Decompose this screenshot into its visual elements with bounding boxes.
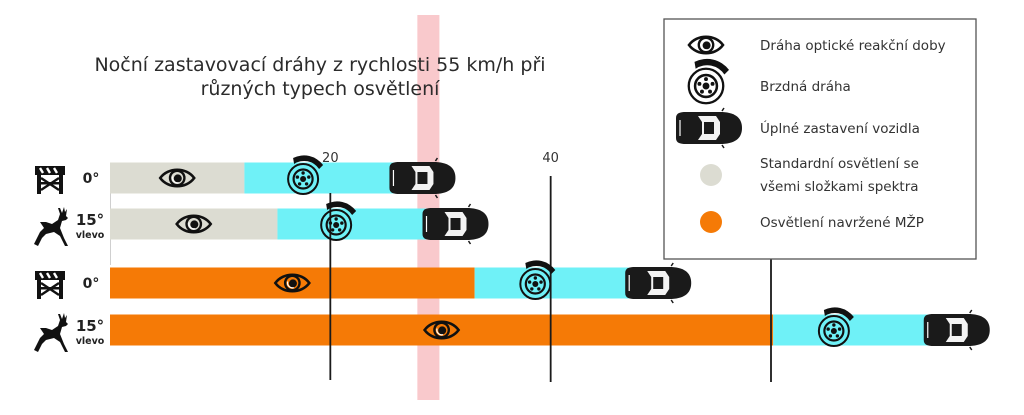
legend-label-standard-line-2: všemi složkami spektra [760,179,919,195]
car-icon [923,309,991,351]
legend-label-stop: Úplné zastavení vozidla [760,119,920,137]
car-icon [624,262,692,304]
row-sub-label: vlevo [76,230,105,241]
tick-label-40: 40 [542,151,559,166]
legend-dot-mzp [700,211,722,233]
legend-dot-standard [700,164,722,186]
bar-braking-standard-1 [244,162,408,194]
row-sub-label: vlevo [76,336,105,347]
bar-braking-mzp-4 [773,314,942,346]
legend-label-reaction: Dráha optické reakční doby [760,38,946,54]
tick-label-20: 20 [322,151,339,166]
legend-label-standard-line-1: Standardní osvětlení se [760,156,919,172]
row-angle-label: 0° [83,276,100,292]
legend: Dráha optické reakční doby Brzdná dráha … [663,18,977,260]
row-angle-label: 0° [83,171,100,187]
car-icon [421,203,490,245]
legend-car-icon [675,107,743,149]
barrier-icon [33,164,67,196]
bars [110,162,942,346]
bar-braking-mzp-3 [474,267,644,299]
chart-title-line-2: různých typech osvětlení [201,78,441,100]
legend-label-braking: Brzdná dráha [760,79,851,95]
deer-icon [34,207,68,246]
row-angle-label: 15° [76,317,104,335]
row-angle-label: 15° [76,211,104,229]
legend-label-mzp: Osvětlení navržené MŽP [760,213,924,231]
bar-braking-standard-2 [277,208,441,240]
barrier-icon [33,269,67,301]
highlight-band [417,15,440,400]
chart-title-line-1: Noční zastavovací dráhy z rychlosti 55 k… [94,54,545,76]
deer-icon [34,313,68,352]
car-icon [388,157,457,199]
